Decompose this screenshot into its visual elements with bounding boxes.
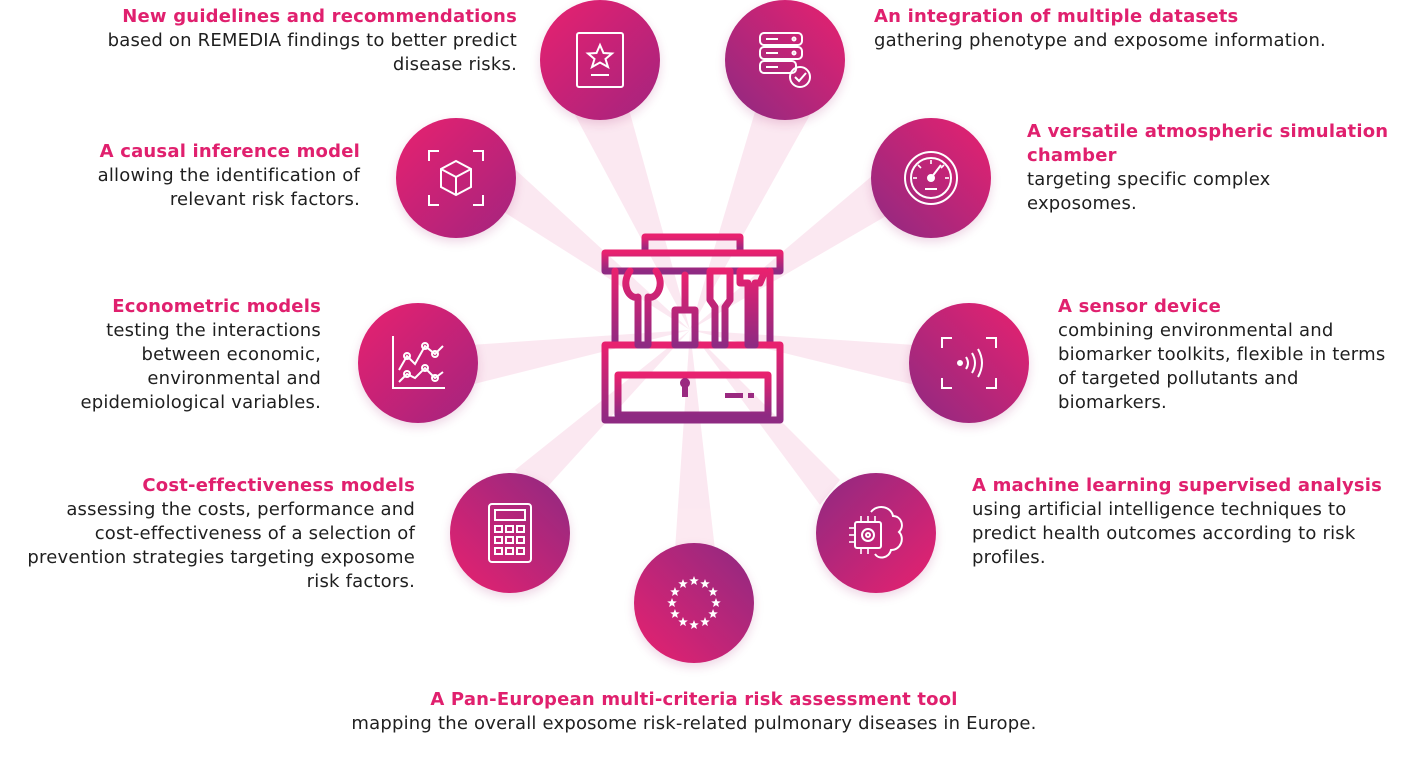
chip-brain-gear-icon bbox=[849, 506, 903, 559]
desc-guidelines: based on REMEDIA findings to better pred… bbox=[107, 30, 517, 75]
title-econometric: Econometric models bbox=[112, 296, 321, 317]
label-ml: A machine learning supervised analysis u… bbox=[972, 474, 1397, 570]
title-paneuropean: A Pan-European multi-criteria risk asses… bbox=[430, 689, 958, 710]
desc-chamber: targeting specific complex exposomes. bbox=[1027, 169, 1271, 214]
title-chamber: A versatile atmospheric simulation chamb… bbox=[1027, 121, 1389, 166]
label-paneuropean: A Pan-European multi-criteria risk asses… bbox=[300, 688, 1088, 736]
label-sensor: A sensor device combining environmental … bbox=[1058, 295, 1398, 415]
node-cost bbox=[450, 473, 570, 593]
calculator-icon bbox=[488, 503, 532, 563]
desc-datasets: gathering phenotype and exposome informa… bbox=[874, 30, 1326, 51]
node-econometric bbox=[358, 303, 478, 423]
eu-star bbox=[689, 620, 699, 630]
title-sensor: A sensor device bbox=[1058, 296, 1222, 317]
eu-star bbox=[670, 587, 680, 597]
toolbox-icon bbox=[601, 233, 784, 424]
desc-sensor: combining environmental and biomarker to… bbox=[1058, 320, 1386, 413]
title-cost: Cost-effectiveness models bbox=[142, 475, 415, 496]
sensor-wave-icon bbox=[941, 337, 997, 389]
eu-star bbox=[670, 609, 680, 619]
node-ml bbox=[816, 473, 936, 593]
label-causal: A causal inference model allowing the id… bbox=[40, 140, 360, 212]
eu-star bbox=[711, 598, 721, 608]
label-chamber: A versatile atmospheric simulation chamb… bbox=[1027, 120, 1401, 216]
ray-3 bbox=[485, 160, 690, 330]
label-econometric: Econometric models testing the interacti… bbox=[31, 295, 321, 415]
ray-9 bbox=[675, 330, 715, 550]
ray-4 bbox=[690, 165, 905, 330]
certificate-star-icon bbox=[576, 32, 624, 88]
label-cost: Cost-effectiveness models assessing the … bbox=[25, 474, 415, 594]
title-datasets: An integration of multiple datasets bbox=[874, 6, 1239, 27]
eu-star bbox=[689, 576, 699, 586]
title-ml: A machine learning supervised analysis bbox=[972, 475, 1383, 496]
eu-star bbox=[667, 598, 677, 608]
title-causal: A causal inference model bbox=[99, 141, 360, 162]
node-chamber bbox=[871, 118, 991, 238]
node-sensor bbox=[909, 303, 1029, 423]
node-guidelines bbox=[540, 0, 660, 120]
eu-stars-icon bbox=[667, 576, 721, 630]
line-chart-icon bbox=[392, 336, 445, 389]
eu-star bbox=[678, 578, 688, 588]
title-guidelines: New guidelines and recommendations bbox=[122, 6, 517, 27]
cube-scan-icon bbox=[428, 150, 484, 206]
node-causal bbox=[396, 118, 516, 238]
eu-star bbox=[700, 578, 710, 588]
eu-star bbox=[678, 617, 688, 627]
pressure-gauge-icon bbox=[904, 151, 958, 205]
desc-causal: allowing the identification of relevant … bbox=[97, 165, 360, 210]
desc-econometric: testing the interactions between economi… bbox=[80, 320, 321, 413]
node-datasets bbox=[725, 0, 845, 120]
desc-cost: assessing the costs, performance and cos… bbox=[27, 499, 415, 592]
server-database-check-icon bbox=[759, 32, 811, 88]
desc-paneuropean: mapping the overall exposome risk-relate… bbox=[351, 713, 1037, 734]
eu-star bbox=[708, 609, 718, 619]
eu-star bbox=[700, 617, 710, 627]
node-paneuropean bbox=[634, 543, 754, 663]
label-guidelines: New guidelines and recommendations based… bbox=[47, 5, 517, 77]
desc-ml: using artificial intelligence techniques… bbox=[972, 499, 1356, 568]
eu-star bbox=[708, 587, 718, 597]
label-datasets: An integration of multiple datasets gath… bbox=[874, 5, 1394, 53]
